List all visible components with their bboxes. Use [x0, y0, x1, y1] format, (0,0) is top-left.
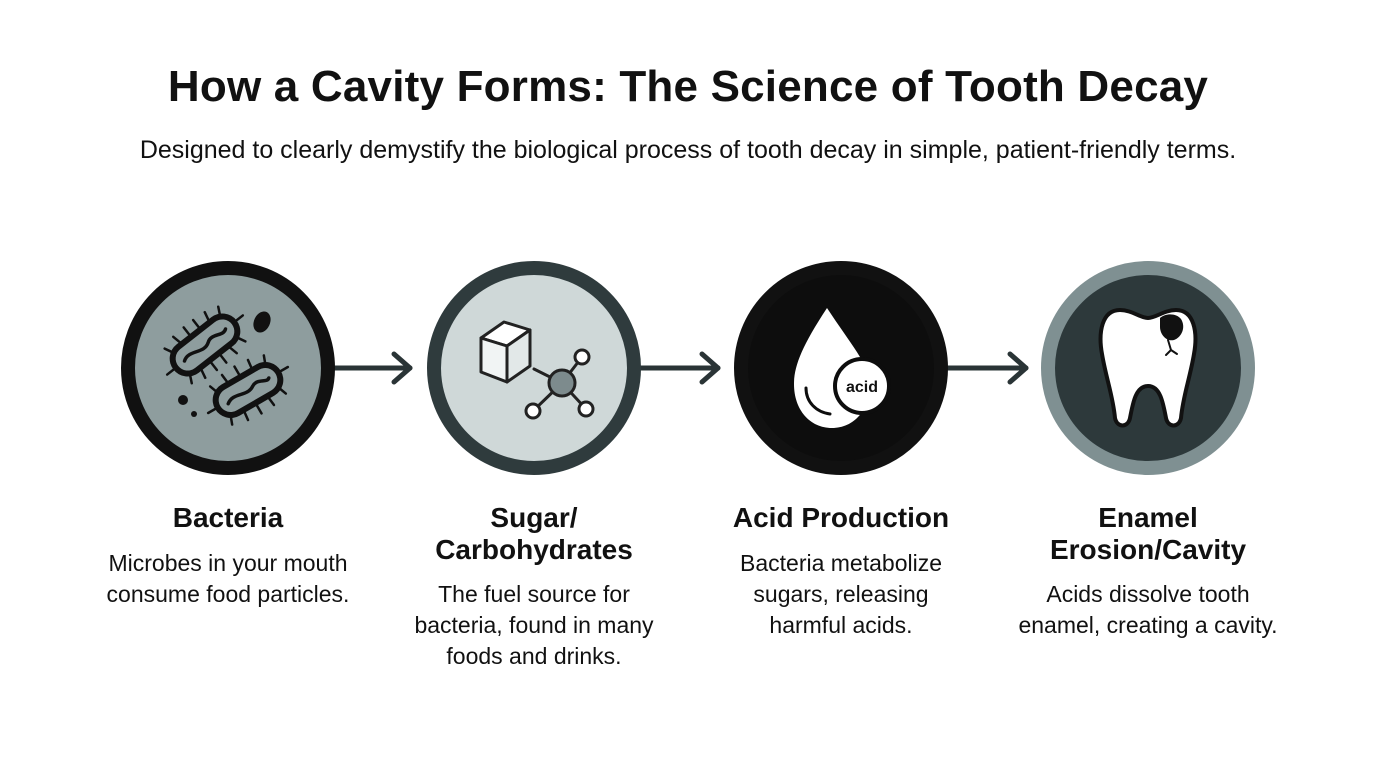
- step-acid-circle: acid: [734, 261, 948, 475]
- step-title-acid: Acid Production: [732, 502, 950, 533]
- step-desc-bacteria: Microbes in your mouth consume food part…: [106, 550, 350, 607]
- step-title-bacteria: Bacteria: [172, 502, 284, 533]
- arrow-1: [331, 351, 413, 385]
- page-title: How a Cavity Forms: The Science of Tooth…: [167, 62, 1209, 111]
- circle-ring: [121, 261, 335, 475]
- step-desc-enamel: Acids dissolve tooth enamel, creating a …: [1018, 581, 1278, 638]
- sugar-molecule-icon: [479, 320, 595, 420]
- step-desc-sugar: The fuel source for bacteria, found in m…: [414, 581, 654, 669]
- step-bacteria-circle: [121, 261, 335, 475]
- step-desc-acid: Bacteria metabolize sugars, releasing ha…: [740, 550, 942, 638]
- tooth-cavity-icon: [1098, 308, 1198, 428]
- step-enamel-circle: [1041, 261, 1255, 475]
- arrow-3: [945, 351, 1029, 385]
- page-subtitle: Designed to clearly demystify the biolog…: [139, 136, 1237, 164]
- arrow-2: [637, 351, 721, 385]
- bacteria-icon: [163, 305, 290, 426]
- acid-drop-icon: acid: [794, 308, 891, 428]
- step-title-sugar: Sugar/ Carbohydrates: [435, 502, 633, 565]
- step-sugar-circle: [427, 261, 641, 475]
- step-title-enamel: Enamel Erosion/Cavity: [1049, 502, 1247, 565]
- acid-label: acid: [846, 379, 878, 396]
